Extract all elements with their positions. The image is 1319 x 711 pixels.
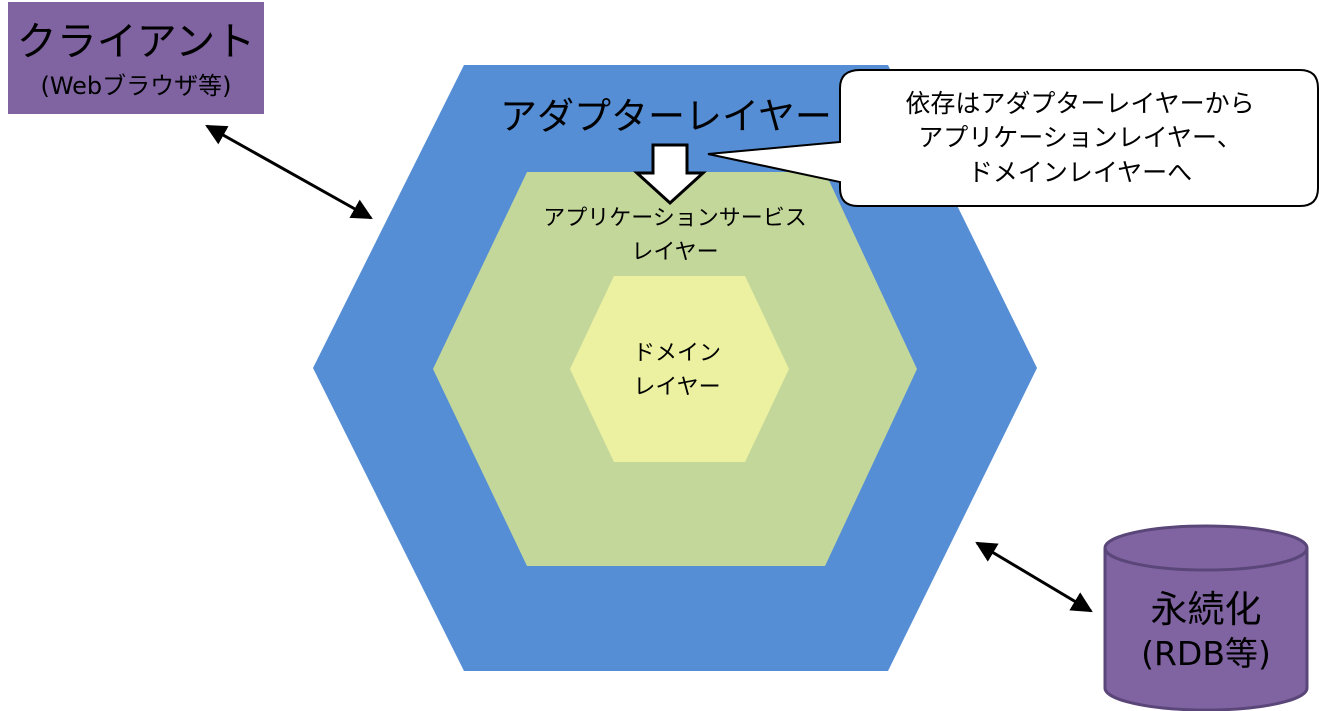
- persistence-database-cylinder: 永続化 (RDB等): [1103, 524, 1309, 711]
- persistence-subtitle: (RDB等): [1141, 634, 1271, 673]
- application-layer-label-line2: レイヤー: [631, 240, 718, 265]
- persistence-title: 永続化: [1151, 588, 1262, 631]
- domain-layer-hexagon: [570, 276, 789, 462]
- callout-line3: ドメインレイヤーへ: [968, 158, 1192, 187]
- client-adapter-arrow: [205, 124, 373, 220]
- callout-line1: 依存はアダプターレイヤーから: [905, 89, 1254, 118]
- client-box: クライアント (Webブラウザ等): [8, 2, 264, 114]
- dependency-down-arrow: [633, 143, 707, 206]
- callout-line2: アプリケーションレイヤー、: [918, 123, 1242, 152]
- client-title: クライアント: [17, 19, 255, 65]
- domain-layer-label-line1: ドメイン: [633, 341, 721, 366]
- adapter-persistence-arrow: [975, 541, 1093, 613]
- domain-layer-label-line2: レイヤー: [633, 375, 720, 400]
- adapter-layer-label: アダプターレイヤー: [500, 95, 832, 138]
- callout-bubble: 依存はアダプターレイヤーから アプリケーションレイヤー、 ドメインレイヤーへ: [707, 69, 1319, 207]
- application-layer-label-line1: アプリケーションサービス: [543, 206, 807, 231]
- client-subtitle: (Webブラウザ等): [40, 72, 231, 100]
